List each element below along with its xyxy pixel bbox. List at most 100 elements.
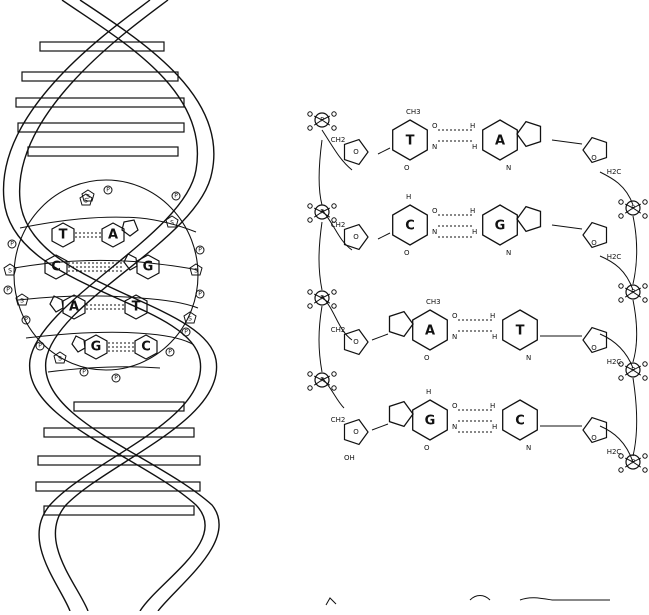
double-helix: SSSSSSSSPPPPPPPPPPPP T A C G [4, 0, 220, 611]
svg-text:H2C: H2C [607, 253, 622, 261]
svg-text:H: H [492, 423, 497, 431]
svg-text:P: P [174, 193, 178, 200]
svg-text:CH3: CH3 [406, 108, 421, 116]
svg-text:H: H [472, 143, 477, 151]
structure-base-right: G [495, 219, 506, 234]
structure-base-right: T [516, 324, 525, 339]
helix-pair-1: T A [52, 220, 138, 247]
svg-text:O: O [404, 249, 410, 257]
phosphate-group: P [308, 204, 336, 222]
phosphate-icon: P [104, 186, 112, 194]
svg-text:H: H [470, 207, 475, 215]
svg-text:S: S [8, 268, 12, 275]
svg-text:CH2: CH2 [331, 136, 346, 144]
svg-text:H: H [470, 122, 475, 130]
phosphate-group: P [619, 362, 647, 380]
svg-text:O: O [404, 164, 410, 172]
svg-text:S: S [170, 220, 174, 227]
sugar-icon: S [190, 264, 202, 275]
phosphate-icon: P [36, 342, 44, 350]
helix-pair-1-left: T [59, 228, 68, 243]
helix-pair-4-left: G [91, 340, 102, 355]
svg-text:P: P [114, 375, 118, 382]
structure-base-left: A [425, 324, 435, 339]
svg-text:P: P [38, 343, 42, 350]
svg-text:N: N [452, 423, 457, 431]
svg-text:H: H [490, 312, 495, 320]
svg-text:H2C: H2C [607, 168, 622, 176]
svg-text:N: N [506, 164, 511, 172]
svg-text:N: N [506, 249, 511, 257]
helix-pair-3: A T [50, 295, 147, 319]
svg-text:P: P [82, 369, 86, 376]
svg-text:H: H [426, 388, 431, 396]
phosphate-group: P [619, 200, 647, 218]
phosphate-group: P [308, 112, 336, 130]
helix-core-outline [14, 180, 198, 370]
svg-text:O: O [353, 148, 359, 156]
svg-text:S: S [194, 268, 198, 275]
phosphate-icon: P [166, 348, 174, 356]
bottom-fragments [326, 596, 610, 606]
svg-text:H: H [472, 228, 477, 236]
svg-text:O: O [424, 444, 430, 452]
phosphate-icon: P [112, 374, 120, 382]
svg-text:P: P [198, 291, 202, 298]
svg-text:O: O [452, 402, 458, 410]
svg-text:H: H [492, 333, 497, 341]
svg-text:O: O [353, 338, 359, 346]
phosphate-group: P [619, 284, 647, 302]
base-pentagon [50, 296, 63, 312]
svg-text:O: O [591, 154, 597, 162]
structure-left-backbone [322, 130, 352, 408]
structure-base-right: A [495, 134, 505, 149]
phosphate-icon: P [8, 240, 16, 248]
svg-text:O: O [432, 207, 438, 215]
svg-text:S: S [188, 316, 192, 323]
phosphate-icon: P [22, 316, 30, 324]
svg-text:S: S [84, 198, 88, 205]
helix-pair-2-right: G [143, 260, 154, 275]
helix-pair-3-left: A [69, 300, 79, 315]
svg-text:P: P [10, 241, 14, 248]
svg-text:CH3: CH3 [426, 298, 441, 306]
svg-text:N: N [526, 444, 531, 452]
structure-base-left: C [405, 219, 415, 234]
svg-text:N: N [432, 228, 437, 236]
helix-pair-4: G C [72, 335, 157, 359]
structure-base-right: C [515, 414, 525, 429]
phosphate-icon: P [4, 286, 12, 294]
phosphate-icon: P [80, 368, 88, 376]
svg-text:P: P [106, 187, 110, 194]
structure-right-backbone [600, 172, 633, 462]
helix-pair-3-right: T [132, 300, 141, 315]
svg-text:H: H [490, 402, 495, 410]
svg-text:O: O [353, 233, 359, 241]
phosphate-group: P [308, 290, 336, 308]
svg-text:O: O [452, 312, 458, 320]
sugar-icon: S [54, 352, 66, 363]
svg-text:N: N [452, 333, 457, 341]
helix-pair-4-right: C [141, 340, 151, 355]
svg-text:P: P [198, 247, 202, 254]
structure-rows: OCH2OH2CTAONHHCH3ONOCH2OH2CCGONHHHONOCH2… [331, 108, 622, 462]
svg-text:P: P [168, 349, 172, 356]
svg-text:O: O [424, 354, 430, 362]
structure-base-left: G [425, 414, 436, 429]
svg-text:N: N [432, 143, 437, 151]
base-pair-row: OCH2OH2CGCONHHHON [331, 388, 622, 456]
svg-text:P: P [6, 287, 10, 294]
phosphate-icon: P [196, 290, 204, 298]
svg-text:P: P [24, 317, 28, 324]
svg-text:S: S [20, 298, 24, 305]
svg-text:S: S [58, 356, 62, 363]
phosphate-group: P [619, 454, 647, 472]
svg-text:P: P [184, 329, 188, 336]
helix-pair-2-left: C [51, 260, 61, 275]
phosphate-icon: P [182, 328, 190, 336]
